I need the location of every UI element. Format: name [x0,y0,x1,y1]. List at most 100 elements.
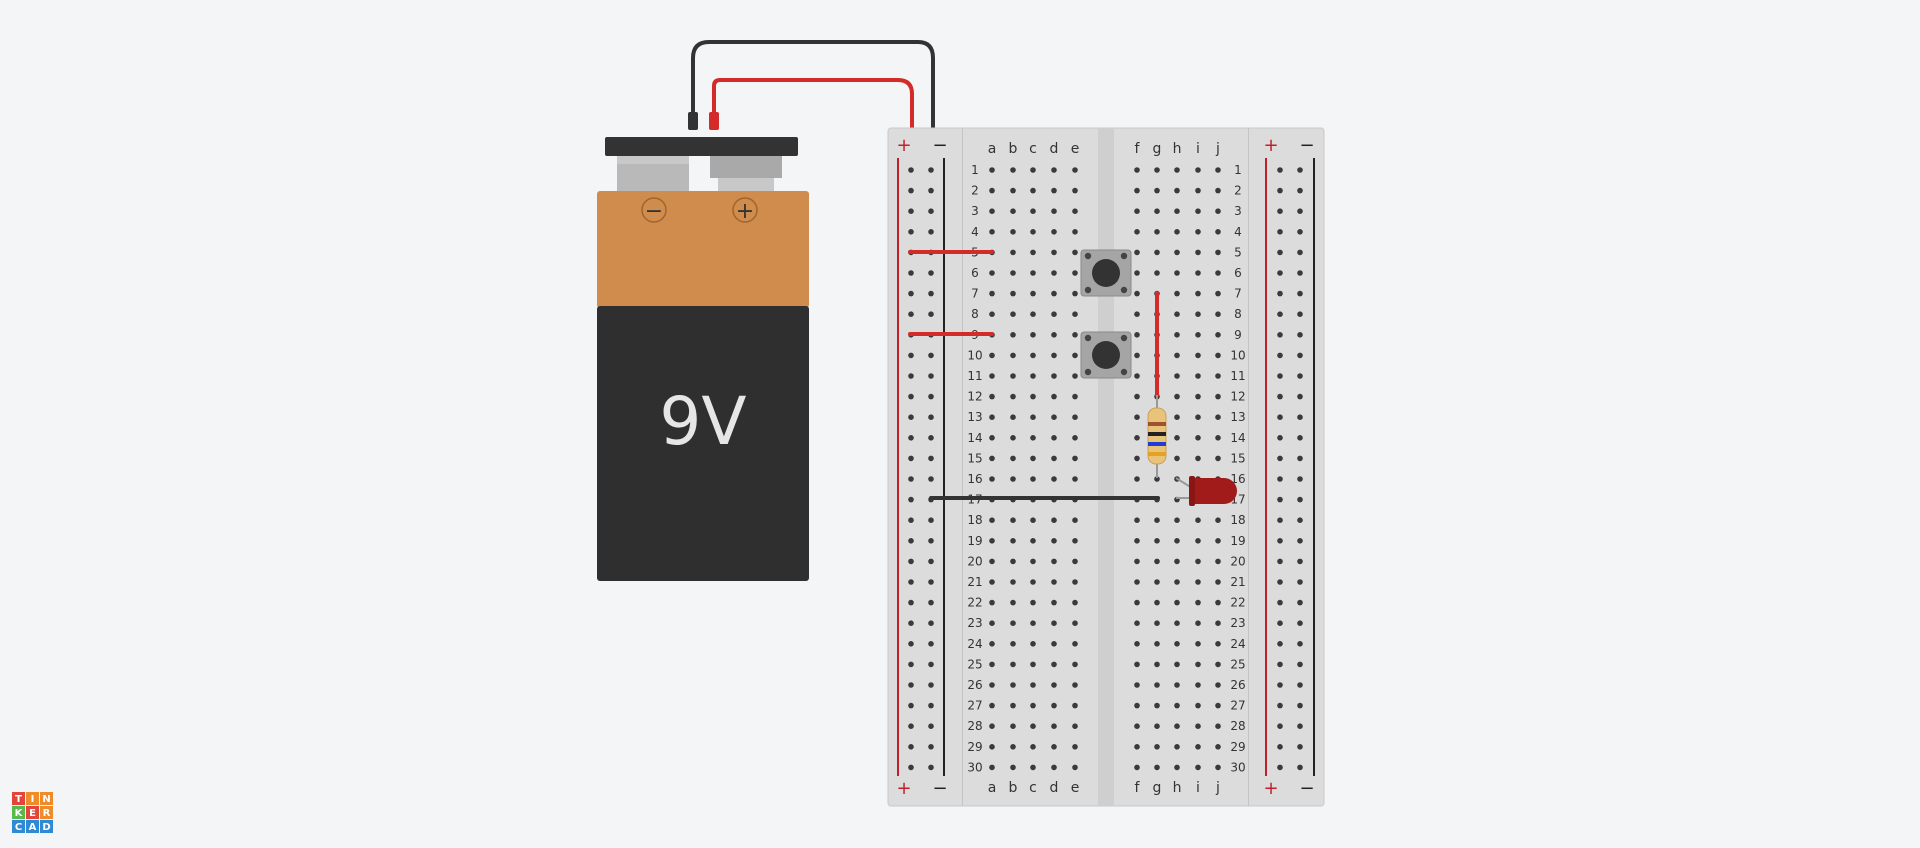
breadboard-hole[interactable] [1174,290,1180,297]
rail-hole[interactable] [908,435,914,441]
breadboard-holes[interactable] [908,167,1303,771]
breadboard-hole[interactable] [1051,620,1057,626]
breadboard-hole[interactable] [1010,744,1016,750]
breadboard-hole[interactable] [1010,455,1016,462]
breadboard-hole[interactable] [1072,723,1078,729]
breadboard-hole[interactable] [1154,620,1160,626]
breadboard-hole[interactable] [989,373,995,379]
breadboard-hole[interactable] [1154,764,1160,771]
breadboard-hole[interactable] [1195,352,1201,359]
rail-hole[interactable] [928,641,934,647]
rail-hole[interactable] [928,414,934,421]
rail-hole[interactable] [1277,702,1283,709]
breadboard-hole[interactable] [989,579,995,585]
rail-hole[interactable] [1277,373,1283,379]
breadboard-hole[interactable] [1154,744,1160,750]
breadboard-hole[interactable] [1195,620,1201,626]
breadboard-hole[interactable] [1072,455,1078,462]
rail-hole[interactable] [908,270,914,276]
rail-hole[interactable] [928,620,934,626]
breadboard-hole[interactable] [1072,599,1078,606]
rail-hole[interactable] [908,579,914,585]
breadboard-hole[interactable] [989,187,995,194]
breadboard-hole[interactable] [1195,270,1201,276]
breadboard-hole[interactable] [1010,661,1016,668]
breadboard-hole[interactable] [1051,249,1057,256]
breadboard-hole[interactable] [1195,558,1201,565]
breadboard-hole[interactable] [1010,414,1016,421]
breadboard-hole[interactable] [989,641,995,647]
rail-hole[interactable] [908,723,914,729]
breadboard-hole[interactable] [1195,579,1201,585]
rail-hole[interactable] [1297,229,1303,235]
rail-hole[interactable] [1277,167,1283,173]
breadboard-hole[interactable] [1154,270,1160,276]
breadboard-hole[interactable] [1030,702,1036,709]
breadboard-hole[interactable] [1154,599,1160,606]
rail-hole[interactable] [1277,538,1283,544]
breadboard-hole[interactable] [1051,373,1057,379]
breadboard-hole[interactable] [1215,682,1221,688]
rail-hole[interactable] [1277,435,1283,441]
rail-hole[interactable] [908,517,914,523]
breadboard-hole[interactable] [1072,270,1078,276]
breadboard-hole[interactable] [1072,702,1078,709]
breadboard-hole[interactable] [1051,702,1057,709]
breadboard-hole[interactable] [1010,435,1016,441]
rail-hole[interactable] [928,208,934,214]
breadboard-hole[interactable] [1030,290,1036,297]
breadboard-hole[interactable] [1215,538,1221,544]
breadboard-hole[interactable] [1072,764,1078,771]
rail-hole[interactable] [928,311,934,318]
breadboard-hole[interactable] [1010,373,1016,379]
breadboard-hole[interactable] [1030,744,1036,750]
rail-hole[interactable] [1297,764,1303,771]
breadboard-hole[interactable] [1072,208,1078,214]
breadboard-hole[interactable] [1195,208,1201,214]
breadboard-hole[interactable] [1195,332,1201,338]
breadboard-hole[interactable] [989,435,995,441]
rail-hole[interactable] [928,187,934,194]
rail-hole[interactable] [1277,517,1283,523]
rail-hole[interactable] [908,620,914,626]
breadboard-hole[interactable] [1010,311,1016,318]
breadboard-hole[interactable] [1134,723,1140,729]
rail-hole[interactable] [1277,229,1283,235]
breadboard-hole[interactable] [1030,620,1036,626]
battery-9v[interactable]: − + 9V [597,137,809,581]
breadboard-hole[interactable] [1030,187,1036,194]
breadboard-hole[interactable] [1215,229,1221,235]
breadboard-hole[interactable] [1051,311,1057,318]
breadboard-hole[interactable] [1134,414,1140,421]
breadboard-hole[interactable] [1215,641,1221,647]
breadboard-hole[interactable] [1154,579,1160,585]
rail-hole[interactable] [908,393,914,400]
breadboard-hole[interactable] [1030,476,1036,482]
breadboard-hole[interactable] [1051,538,1057,544]
breadboard-hole[interactable] [1215,352,1221,359]
rail-hole[interactable] [908,496,914,503]
breadboard-hole[interactable] [1174,373,1180,379]
breadboard-hole[interactable] [1215,620,1221,626]
rail-hole[interactable] [928,352,934,359]
rail-hole[interactable] [928,744,934,750]
breadboard-hole[interactable] [1174,538,1180,544]
breadboard-hole[interactable] [1215,373,1221,379]
breadboard-hole[interactable] [1030,538,1036,544]
rail-hole[interactable] [1277,332,1283,338]
breadboard-hole[interactable] [1215,208,1221,214]
rail-hole[interactable] [928,435,934,441]
rail-hole[interactable] [928,723,934,729]
rail-hole[interactable] [908,187,914,194]
rail-hole[interactable] [908,764,914,771]
rail-hole[interactable] [928,517,934,523]
rail-hole[interactable] [1297,249,1303,256]
breadboard-hole[interactable] [1134,229,1140,235]
breadboard-hole[interactable] [1195,373,1201,379]
breadboard-hole[interactable] [1134,290,1140,297]
breadboard-hole[interactable] [1134,332,1140,338]
breadboard-hole[interactable] [1051,229,1057,235]
rail-hole[interactable] [1297,373,1303,379]
resistor[interactable] [1147,395,1167,478]
